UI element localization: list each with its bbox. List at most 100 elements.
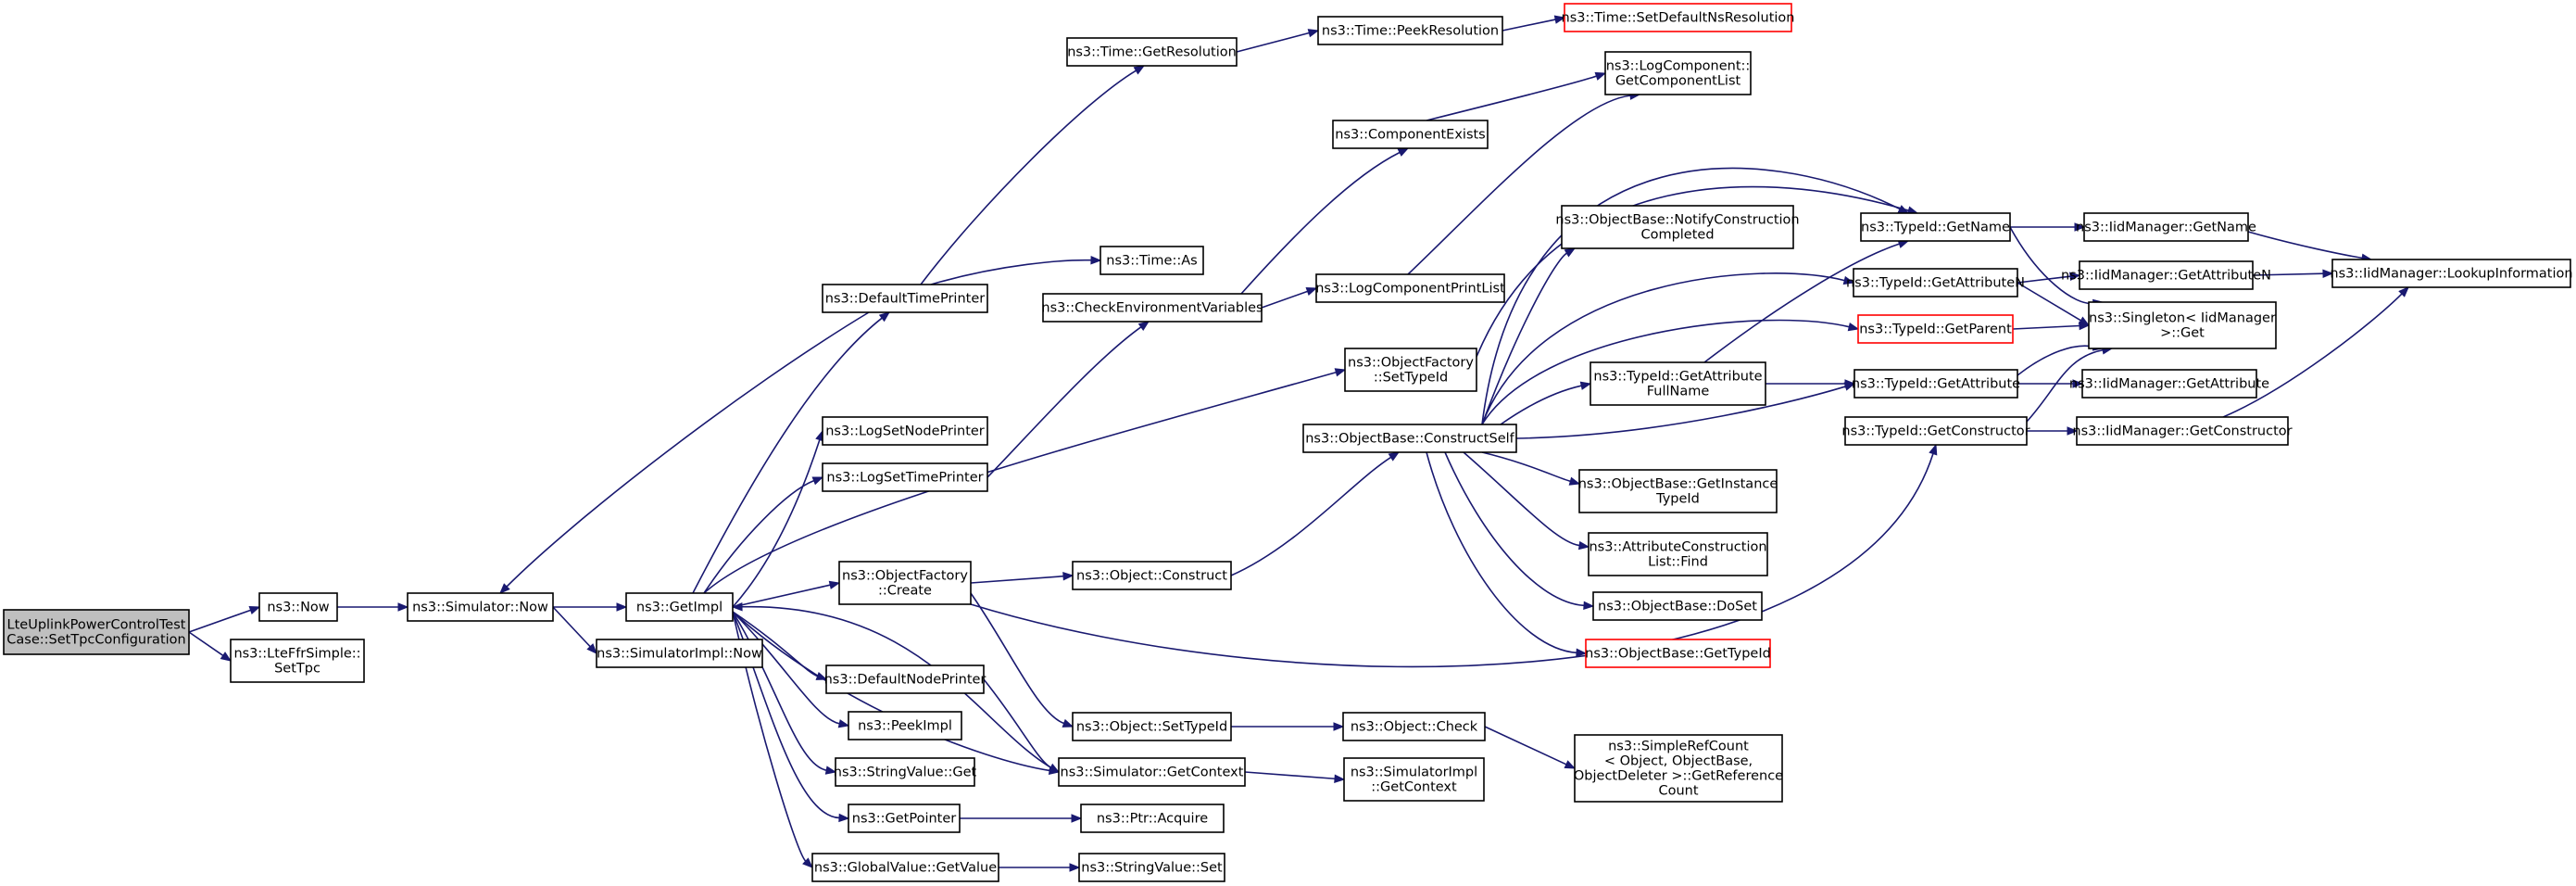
node-label: ns3::StringValue::Set [1081,860,1223,875]
node-tidgetname[interactable]: ns3::TypeId::GetName [1860,212,2011,242]
arrowhead-icon [1929,443,1938,456]
node-label: ns3::IidManager::LookupInformation [2330,266,2572,281]
node-simimplgetctx[interactable]: ns3::SimulatorImpl::GetContext [1343,757,1485,802]
node-tidgetattrn[interactable]: ns3::TypeId::GetAttributeN [1846,268,2025,297]
node-simgetctx[interactable]: ns3::Simulator::GetContext [1058,757,1246,787]
node-objcheck[interactable]: ns3::Object::Check [1342,712,1486,741]
edge-line [1502,19,1556,32]
node-simnow[interactable]: ns3::Simulator::Now [407,592,554,622]
edge-line [2247,231,2363,259]
node-timeas[interactable]: ns3::Time::As [1100,246,1204,275]
node-label: GetComponentList [1615,73,1741,88]
arrowhead-icon [828,580,841,589]
node-label: ns3::ComponentExists [1335,127,1486,142]
node-logsettime[interactable]: ns3::LogSetTimePrinter [822,462,988,492]
node-label: ns3::Object::Construct [1076,568,1227,583]
node-strget[interactable]: ns3::StringValue::Get [834,757,977,787]
node-label: ns3::ObjectBase::GetTypeId [1585,646,1771,661]
arrowhead-icon [1594,71,1607,81]
arrowhead-icon [2074,222,2086,232]
edge-obconstructself-to-obdoset [1444,451,1595,611]
node-tidgetparent[interactable]: ns3::TypeId::GetParent [1857,314,2014,344]
node-box [1342,712,1486,741]
node-now[interactable]: ns3::Now [258,592,338,622]
node-obdoset[interactable]: ns3::ObjectBase::DoSet [1592,591,1763,621]
edge-line [1481,252,1567,425]
node-label: FullName [1647,384,1710,399]
arrowhead-icon [1334,774,1346,783]
node-label: Count [1658,783,1698,798]
edge-line [1463,451,1580,547]
node-iidgetattrn[interactable]: ns3::IidManager::GetAttributeN [2061,260,2271,290]
node-getimpl[interactable]: ns3::GetImpl [625,592,734,622]
node-timesetdef[interactable]: ns3::Time::SetDefaultNsResolution [1562,3,1795,32]
node-tidgetattr[interactable]: ns3::TypeId::GetAttribute [1852,369,2020,399]
node-ptracq[interactable]: ns3::Ptr::Acquire [1080,804,1225,833]
node-simimplnow[interactable]: ns3::SimulatorImpl::Now [596,639,763,668]
node-tidgetctor[interactable]: ns3::TypeId::GetConstructor [1841,416,2030,446]
node-box [2076,416,2289,446]
node-box [838,561,972,605]
node-strset[interactable]: ns3::StringValue::Set [1078,853,1225,882]
edges-layer [188,15,2409,872]
node-ofcreate[interactable]: ns3::ObjectFactory::Create [838,561,972,605]
edge-line [1230,456,1392,576]
edge-line [1481,167,1901,425]
edge-getimpl-to-logsettime [703,476,824,594]
arrowhead-icon [397,602,409,612]
edge-line [703,371,1337,594]
node-lteffr[interactable]: ns3::LteFfrSimple::SetTpc [230,639,365,683]
node-gvget[interactable]: ns3::GlobalValue::GetValue [811,853,999,882]
node-compexists[interactable]: ns3::ComponentExists [1332,120,1489,149]
node-objsettypeid[interactable]: ns3::Object::SetTypeId [1072,712,1232,741]
node-logcompget[interactable]: ns3::LogComponent::GetComponentList [1604,51,1752,95]
edge-line [1244,771,1336,780]
node-timepeek[interactable]: ns3::Time::PeekResolution [1317,16,1503,45]
edge-obconstructself-to-attrfind [1463,451,1590,551]
node-box [1853,268,2018,297]
node-box [1100,246,1204,275]
node-box [230,639,365,683]
node-getptr[interactable]: ns3::GetPointer [848,804,961,833]
node-logsetnode[interactable]: ns3::LogSetNodePrinter [822,416,988,446]
node-objconstruct[interactable]: ns3::Object::Construct [1072,561,1232,590]
node-box [1317,16,1503,45]
node-logcompprint[interactable]: ns3::LogComponentPrintList [1315,273,1505,303]
node-simplerefcount[interactable]: ns3::SimpleRefCount< Object, ObjectBase,… [1574,734,1783,803]
node-iidlookup[interactable]: ns3::IidManager::LookupInformation [2330,259,2573,288]
node-iidgetname[interactable]: ns3::IidManager::GetName [2076,212,2256,242]
node-timegetres[interactable]: ns3::Time::GetResolution [1066,37,1238,67]
node-box [825,664,985,694]
node-label: ns3::LogSetNodePrinter [825,424,985,438]
node-singleton[interactable]: ns3::Singleton< IidManager >::Get [2088,301,2277,349]
node-obgettid[interactable]: ns3::ObjectBase::GetTypeId [1585,639,1771,668]
edge-line [2026,348,2104,423]
node-label: ns3::TypeId::GetAttribute [1852,376,2020,391]
node-box [822,462,988,492]
node-obnotify[interactable]: ns3::ObjectBase::NotifyConstructionCompl… [1555,205,1800,249]
edge-tidgetparent-to-singleton [2012,321,2091,331]
node-root[interactable]: LteUplinkPowerControlTestCase::SetTpcCon… [3,609,190,655]
node-checkenv[interactable]: ns3::CheckEnvironmentVariables [1041,293,1263,323]
node-peekimpl[interactable]: ns3::PeekImpl [848,711,962,740]
node-box [625,592,734,622]
node-box [1590,361,1766,406]
node-deftime[interactable]: ns3::DefaultTimePrinter [822,284,988,313]
edge-timepeek-to-timesetdef [1502,15,1566,32]
arrowhead-icon [837,719,850,728]
node-box [2081,369,2257,399]
node-ofsettypeid[interactable]: ns3::ObjectFactory::SetTypeId [1344,348,1477,392]
node-iidgetattr[interactable]: ns3::IidManager::GetAttribute [2069,369,2269,399]
node-label: ns3::Now [267,600,329,614]
node-obconstructself[interactable]: ns3::ObjectBase::ConstructSelf [1302,424,1517,453]
node-defnode[interactable]: ns3::DefaultNodePrinter [824,664,986,694]
node-label: ns3::ObjectFactory [1348,355,1474,370]
node-label: ns3::TypeId::GetAttributeN [1846,275,2025,290]
node-box [1857,314,2014,344]
edge-line [1261,290,1308,309]
node-iidgetctor[interactable]: ns3::IidManager::GetConstructor [2072,416,2293,446]
edge-line [2012,324,2080,330]
